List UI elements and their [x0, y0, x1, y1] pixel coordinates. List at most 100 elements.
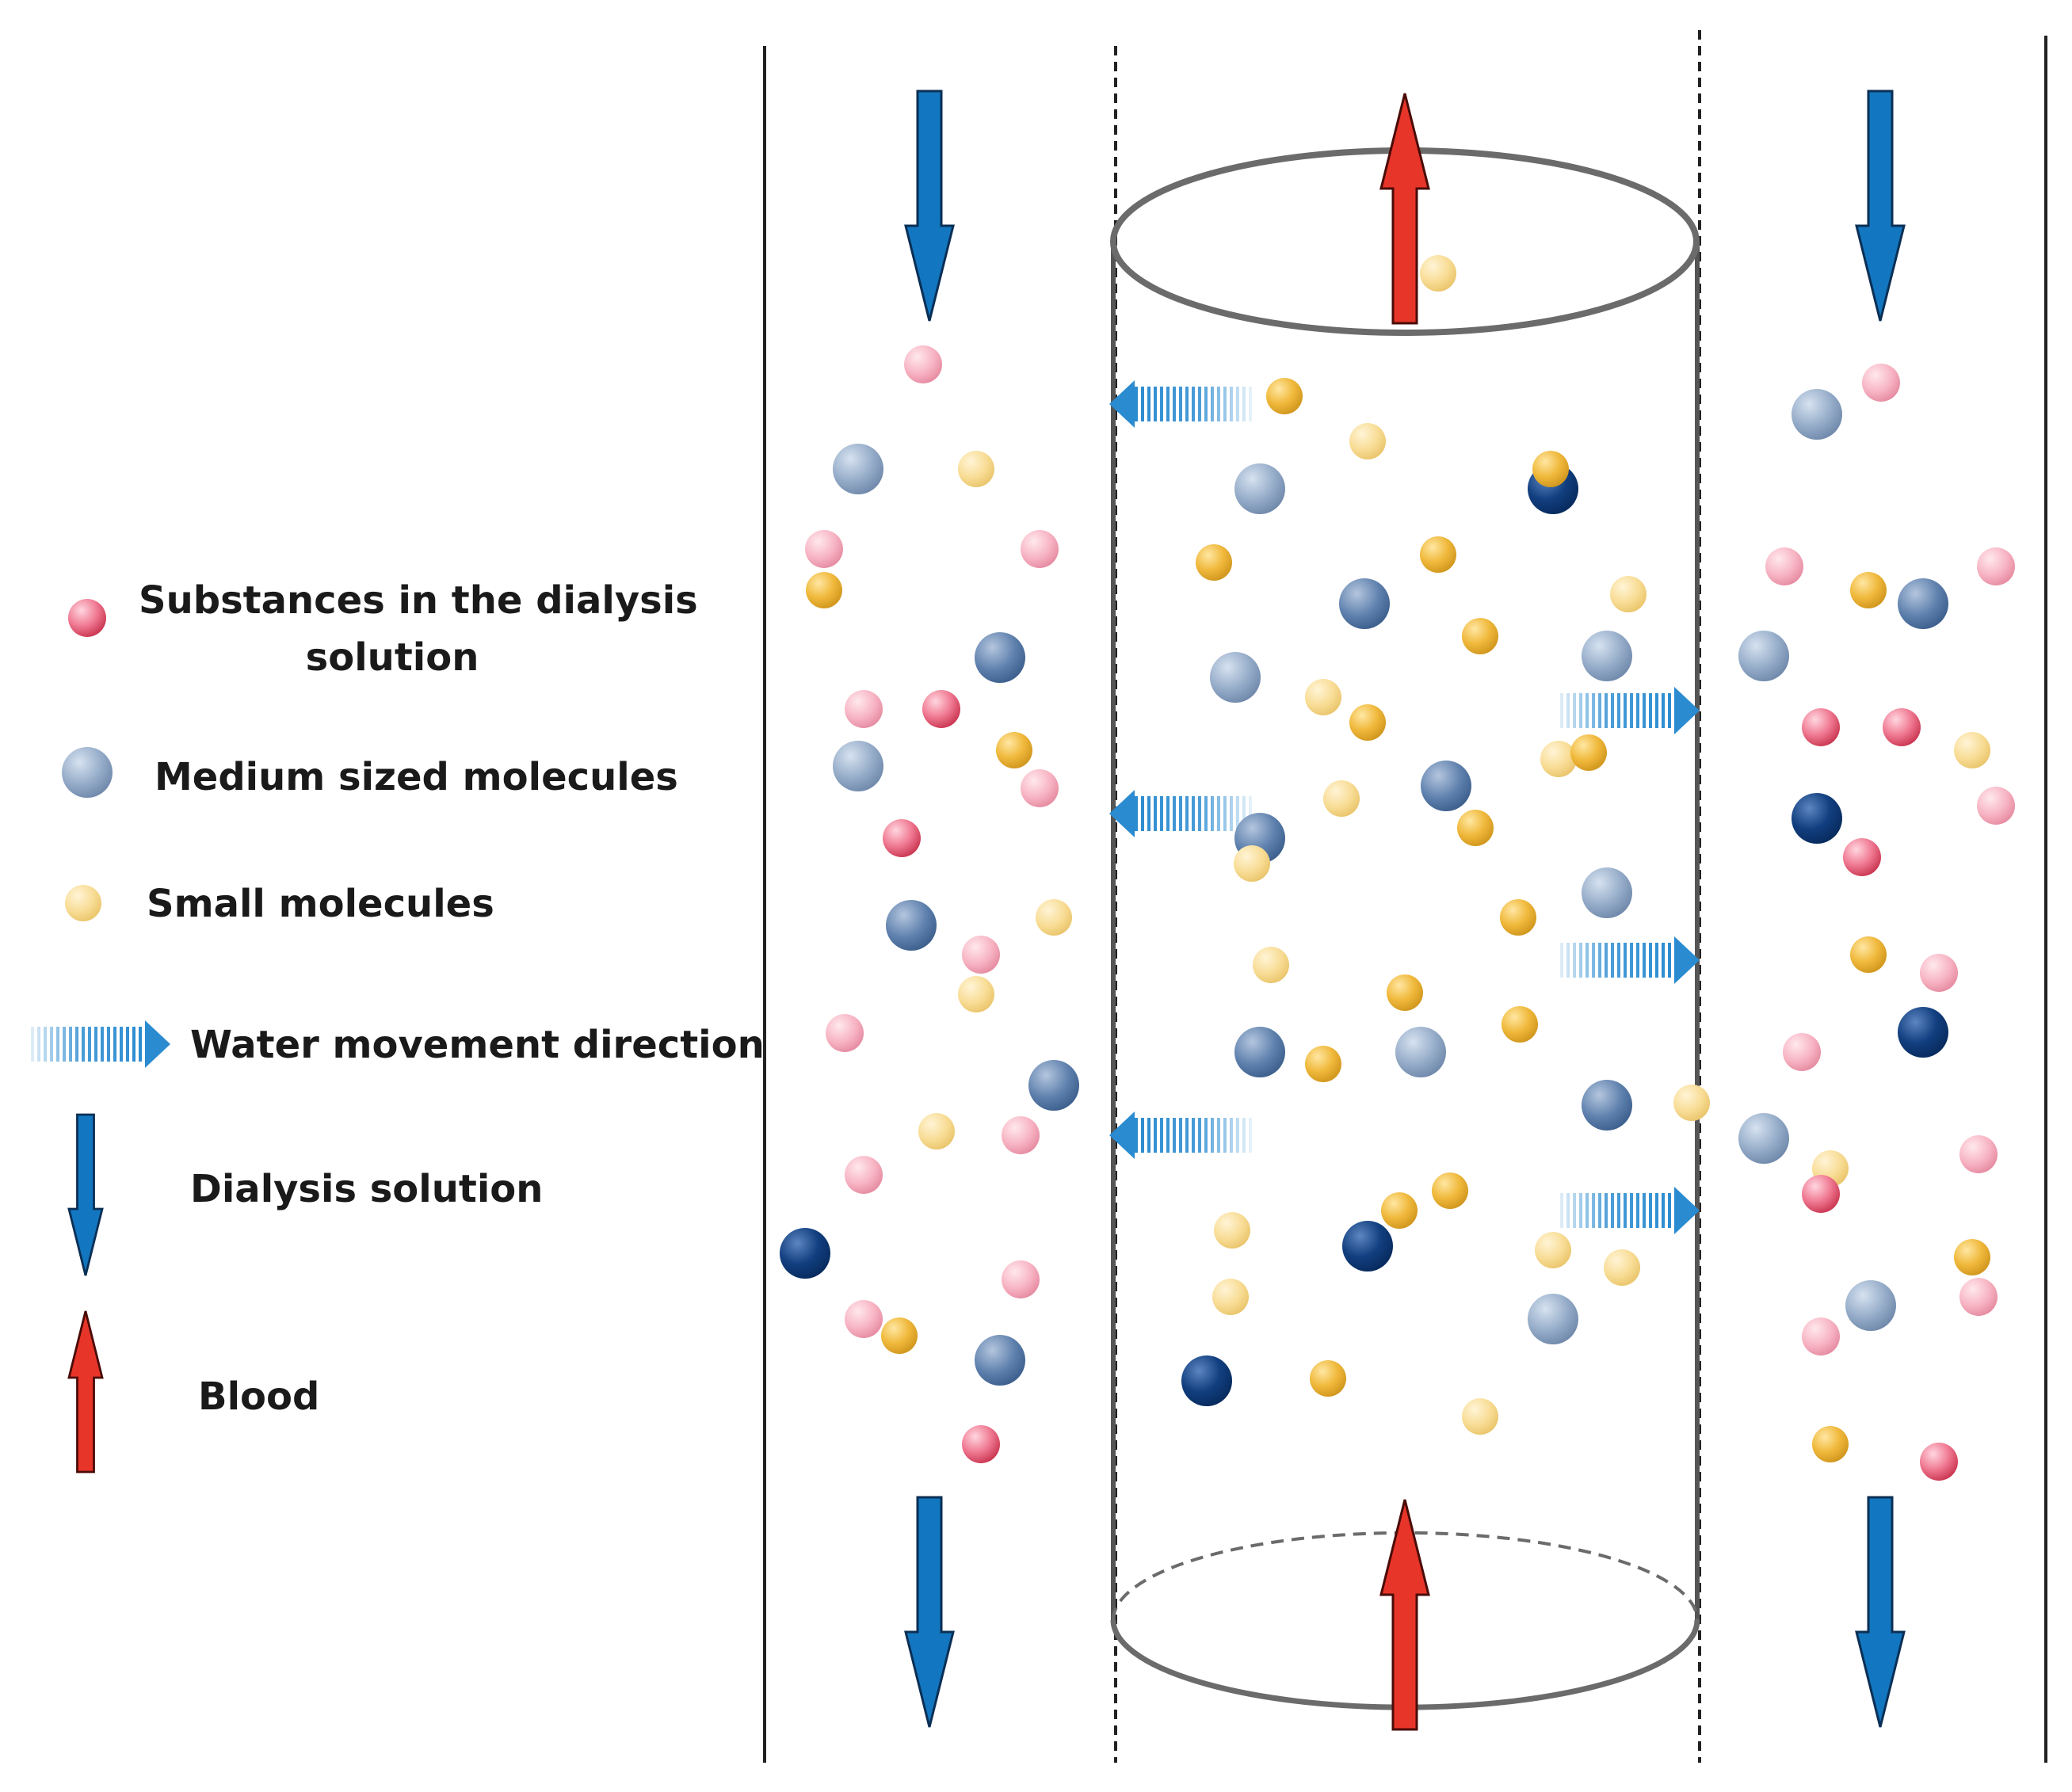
dialysis-substance-molecule	[1862, 364, 1900, 402]
red-arrow-up-icon	[67, 1310, 104, 1474]
pink-circle-icon	[68, 599, 106, 637]
water-arrows-right	[1557, 687, 1700, 1234]
dialysis-substance-molecule	[1959, 1278, 1998, 1316]
legend-label-water-movement: Water movement direction	[190, 1023, 765, 1067]
small-molecule	[1234, 845, 1270, 882]
blue-arrow-down-icon	[67, 1113, 104, 1276]
small-molecule	[881, 1317, 918, 1354]
molecules	[780, 255, 2015, 1481]
dialysis-substance-molecule	[1959, 1135, 1998, 1173]
small-molecule	[1310, 1360, 1346, 1397]
water-arrows-left	[1109, 380, 1252, 1159]
medium-sized-molecule	[1181, 1355, 1232, 1406]
small-molecule	[1604, 1249, 1640, 1286]
medium-sized-molecule	[1028, 1060, 1079, 1111]
small-molecule	[1253, 947, 1289, 983]
small-molecule	[1420, 536, 1456, 573]
dialysis-substance-molecule	[845, 1300, 883, 1338]
small-molecule	[1305, 679, 1341, 715]
medium-sized-molecule	[1234, 463, 1285, 514]
legend-label-medium-molecules: Medium sized molecules	[155, 755, 678, 799]
dialysis-substance-molecule	[1920, 1443, 1958, 1481]
medium-sized-molecule	[1528, 1294, 1578, 1344]
medium-sized-molecule	[1582, 867, 1632, 918]
dialysis-substance-molecule	[1765, 547, 1803, 585]
small-molecule	[1502, 1006, 1538, 1043]
small-molecule	[1381, 1192, 1418, 1229]
medium-sized-molecule	[1582, 1080, 1632, 1130]
dialysis-substance-molecule	[805, 530, 843, 568]
medium-sized-molecule	[1339, 578, 1390, 629]
small-molecule	[1673, 1085, 1710, 1121]
dialysis-substance-molecule	[826, 1014, 864, 1052]
dialysis-substance-molecule	[962, 1425, 1000, 1463]
small-molecule	[1349, 423, 1386, 459]
medium-sized-molecule	[1845, 1280, 1896, 1331]
legend-label-small-molecules: Small molecules	[147, 882, 494, 926]
blue-circle-icon	[62, 747, 113, 798]
dialysis-substance-molecule	[883, 819, 921, 857]
small-molecule	[1214, 1212, 1250, 1249]
small-molecule	[1212, 1279, 1249, 1315]
medium-sized-molecule	[833, 444, 883, 494]
small-molecule	[806, 572, 842, 608]
medium-sized-molecule	[1738, 631, 1789, 681]
dialysis-substance-molecule	[1802, 708, 1840, 746]
legend-label-dialysis-solution: Dialysis solution	[190, 1167, 544, 1211]
small-molecule	[958, 451, 994, 487]
dialysis-substance-molecule	[1920, 954, 1958, 992]
dialysis-substance-molecule	[962, 936, 1000, 974]
small-molecule	[1954, 1239, 1990, 1275]
dialysis-substance-molecule	[1977, 547, 2015, 585]
medium-sized-molecule	[833, 741, 883, 791]
small-molecule	[1196, 544, 1232, 581]
small-molecule	[958, 976, 994, 1012]
dialysis-substance-molecule	[1002, 1260, 1040, 1298]
small-molecule	[1305, 1046, 1341, 1082]
dialysis-substance-molecule	[1802, 1175, 1840, 1213]
medium-sized-molecule	[886, 900, 937, 951]
medium-sized-molecule	[975, 632, 1025, 683]
small-molecule	[1535, 1232, 1571, 1268]
small-molecule	[1036, 899, 1072, 936]
dialysis-substance-molecule	[1802, 1317, 1840, 1355]
small-molecule	[1532, 451, 1569, 487]
small-molecule	[996, 732, 1032, 768]
medium-sized-molecule	[1898, 578, 1948, 629]
medium-sized-molecule	[1234, 1027, 1285, 1077]
dialysis-substance-molecule	[1783, 1033, 1821, 1071]
small-molecule	[1570, 734, 1607, 771]
small-molecule	[1610, 576, 1647, 612]
medium-sized-molecule	[1898, 1007, 1948, 1058]
small-molecule	[1349, 704, 1386, 741]
small-molecule	[1387, 974, 1423, 1011]
small-molecule	[1266, 378, 1303, 414]
small-molecule	[1323, 780, 1360, 817]
medium-sized-molecule	[780, 1228, 830, 1279]
small-molecule	[1850, 572, 1887, 608]
dialysis-substance-molecule	[845, 1156, 883, 1194]
blood-vessel-cylinder	[1110, 147, 1700, 1710]
dialysis-substance-molecule	[922, 690, 960, 728]
dialysis-substance-molecule	[1021, 530, 1059, 568]
medium-sized-molecule	[1395, 1027, 1446, 1077]
small-molecule	[1462, 1398, 1498, 1435]
legend-label-dialysis-substances: Substances in the dialysis solution	[139, 572, 698, 686]
small-molecule	[1457, 810, 1494, 846]
dialysis-substance-molecule	[1843, 838, 1881, 876]
dialysis-substance-molecule	[1002, 1116, 1040, 1154]
legend-label-line1: Substances in the dialysis	[139, 578, 698, 623]
striped-arrow-right-icon	[28, 1020, 170, 1068]
small-molecule	[1850, 936, 1887, 973]
dialysis-substance-molecule	[1977, 787, 2015, 825]
small-molecule	[1954, 732, 1990, 768]
small-molecule	[1812, 1426, 1849, 1462]
dialysis-substance-molecule	[845, 690, 883, 728]
dialysis-substance-molecule	[904, 345, 942, 383]
legend-label-blood: Blood	[198, 1375, 320, 1419]
medium-sized-molecule	[1210, 652, 1261, 703]
small-molecule	[1432, 1172, 1468, 1209]
small-molecule	[918, 1113, 955, 1150]
medium-sized-molecule	[975, 1335, 1025, 1386]
